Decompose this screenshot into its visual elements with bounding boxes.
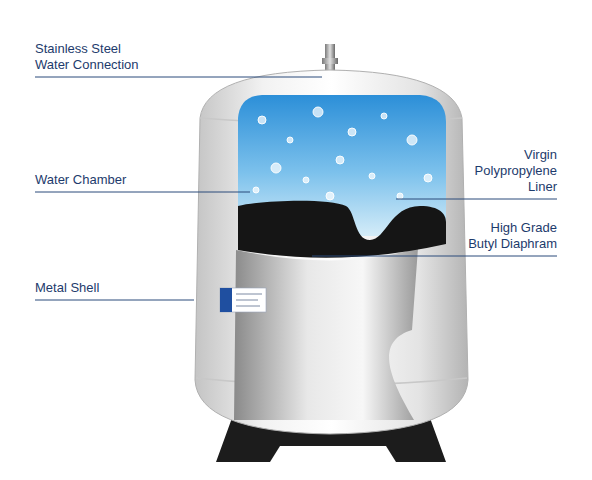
water-bubbles: [253, 107, 432, 200]
leader-lines: [35, 77, 557, 300]
sticker-band: [220, 288, 232, 312]
metal-shell: [195, 70, 468, 434]
callout-label: Water Chamber: [35, 172, 195, 188]
connection-nut: [322, 58, 338, 64]
butyl-diaphragm: [238, 201, 446, 258]
leader-line: [396, 199, 557, 200]
lower-chamber: [234, 248, 418, 420]
product-sticker: [220, 288, 266, 312]
sticker-lines: [236, 294, 262, 306]
leader-line: [35, 77, 322, 78]
leader-line: [35, 192, 250, 193]
callout-label: Virgin Polypropylene Liner: [460, 147, 557, 195]
callout-label: Stainless Steel Water Connection: [35, 41, 157, 73]
callout-label: Metal Shell: [35, 280, 195, 296]
leader-line: [312, 256, 557, 257]
leader-line: [35, 300, 194, 301]
callout-label: High Grade Butyl Diaphram: [461, 220, 557, 252]
